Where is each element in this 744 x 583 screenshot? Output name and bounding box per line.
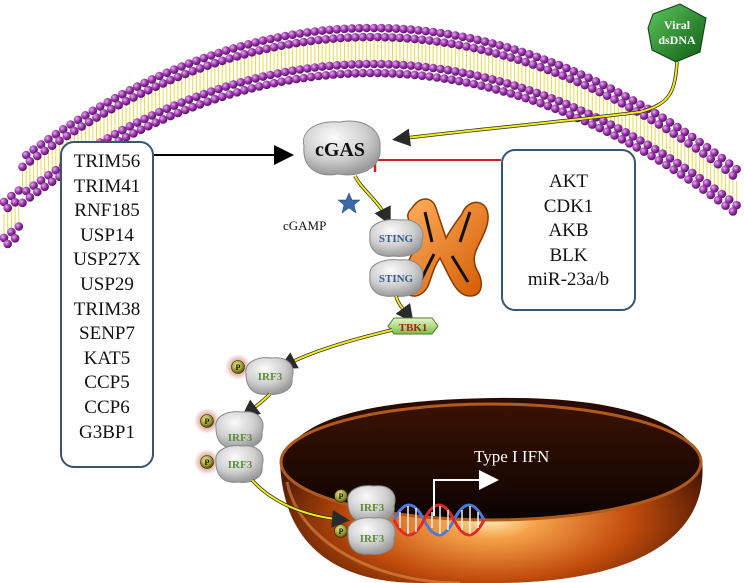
tbk1-to-irf3-arrow [278,329,393,369]
tbk1-protein: TBK1 [387,317,439,335]
dsdna-label: dsDNA [658,33,696,47]
negative-regulator-item: miR-23a/b [527,269,610,291]
positive-regulator-item: TRIM41 [73,175,141,197]
transcription-arrow [433,470,499,516]
viral-dsdna-icon: Viral dsDNA [647,3,707,63]
negative-regulator-item: BLK [549,244,588,266]
positive-regulator-item: USP27X [73,249,141,271]
positive-regulator-item: CCP5 [84,372,130,394]
cgas-to-sting-arrow [354,175,391,226]
cgamp-star-icon [337,192,361,214]
positive-regulator-item: USP29 [80,273,134,295]
cgas-label: cGAS [315,139,365,161]
irf3-dimer-nucleus: P IRF3 P IRF3 [334,485,396,555]
positive-regulator-item: CCP6 [84,396,130,418]
sting-label-2: STING [379,273,414,285]
dna-helix-icon [392,503,486,537]
irf3-phosphorylated-1: P IRF3 [225,354,294,395]
cgas-protein: cGAS [302,120,381,176]
positive-regulator-item: KAT5 [83,347,131,369]
phos-label-3: P [205,458,210,467]
irf3-label-5: IRF3 [360,533,385,545]
phos-label-4: P [339,492,344,501]
sting-dimer: STING STING [369,219,424,297]
positive-regulator-item: G3BP1 [79,421,135,443]
irf3-label-1: IRF3 [258,371,283,383]
phos-label-5: P [339,527,344,536]
irf3-label-2: IRF3 [228,432,253,444]
negative-regulator-item: CDK1 [543,195,594,217]
irf3-dimerization-arrow [241,393,271,418]
negative-regulator-item: AKB [548,220,589,242]
negative-regulator-item: AKT [548,171,589,192]
positive-regulator-item: USP14 [80,224,134,246]
cell-membrane [0,23,741,249]
irf3-label-3: IRF3 [228,459,253,471]
positive-regulator-item: SENP7 [79,323,135,345]
type-i-ifn-label: Type I IFN [474,447,549,466]
sting-to-tbk1-arrow [395,295,414,323]
nuclear-translocation-arrow [251,479,350,528]
positive-regulator-item: TRIM56 [73,151,141,172]
cgamp-label: cGAMP [283,218,326,233]
positive-regulator-item: RNF185 [74,200,140,222]
phos-label-1: P [236,363,241,372]
irf3-dimer-cytoplasm: P IRF3 P IRF3 [194,408,264,483]
phos-label-2: P [205,417,210,426]
positive-regulator-item: TRIM38 [73,298,141,320]
tbk1-label: TBK1 [399,322,428,334]
irf3-label-4: IRF3 [360,502,385,514]
sting-label-1: STING [379,233,414,245]
viral-label: Viral [664,18,691,32]
dsdna-to-cgas-arrow [392,61,678,147]
